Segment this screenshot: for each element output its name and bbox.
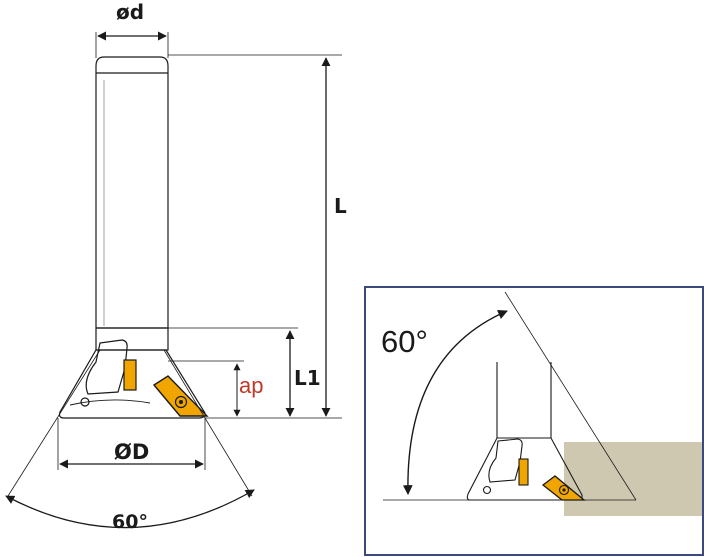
cone-angle-arc: [5, 489, 255, 529]
head-length-label: L1: [294, 366, 321, 390]
detail-apex-line: [504, 291, 637, 501]
left-insert: [123, 359, 137, 391]
detail-inset: 60°: [364, 286, 704, 556]
right-insert-screw-center: [179, 400, 183, 404]
workpiece: [564, 442, 702, 516]
extension-lines: [7, 32, 342, 497]
main-view: [58, 56, 209, 419]
detail-insert-screw-center: [562, 488, 566, 492]
overall-length-label: L: [334, 194, 347, 218]
shank-diameter-label: ød: [116, 0, 144, 24]
detail-left-insert: [518, 458, 529, 486]
left-pocket: [85, 339, 128, 395]
neck: [95, 327, 169, 351]
detail-angle-arc: [402, 310, 508, 495]
dimension-arrows: [5, 31, 331, 529]
detail-angle-label: 60°: [381, 324, 428, 359]
cutting-diameter-label: ØD: [114, 440, 149, 464]
depth-of-cut-label: ap: [239, 373, 263, 398]
cone-angle-label: 60°: [112, 511, 148, 533]
chip-flute: [69, 399, 151, 406]
shank: [95, 56, 169, 329]
